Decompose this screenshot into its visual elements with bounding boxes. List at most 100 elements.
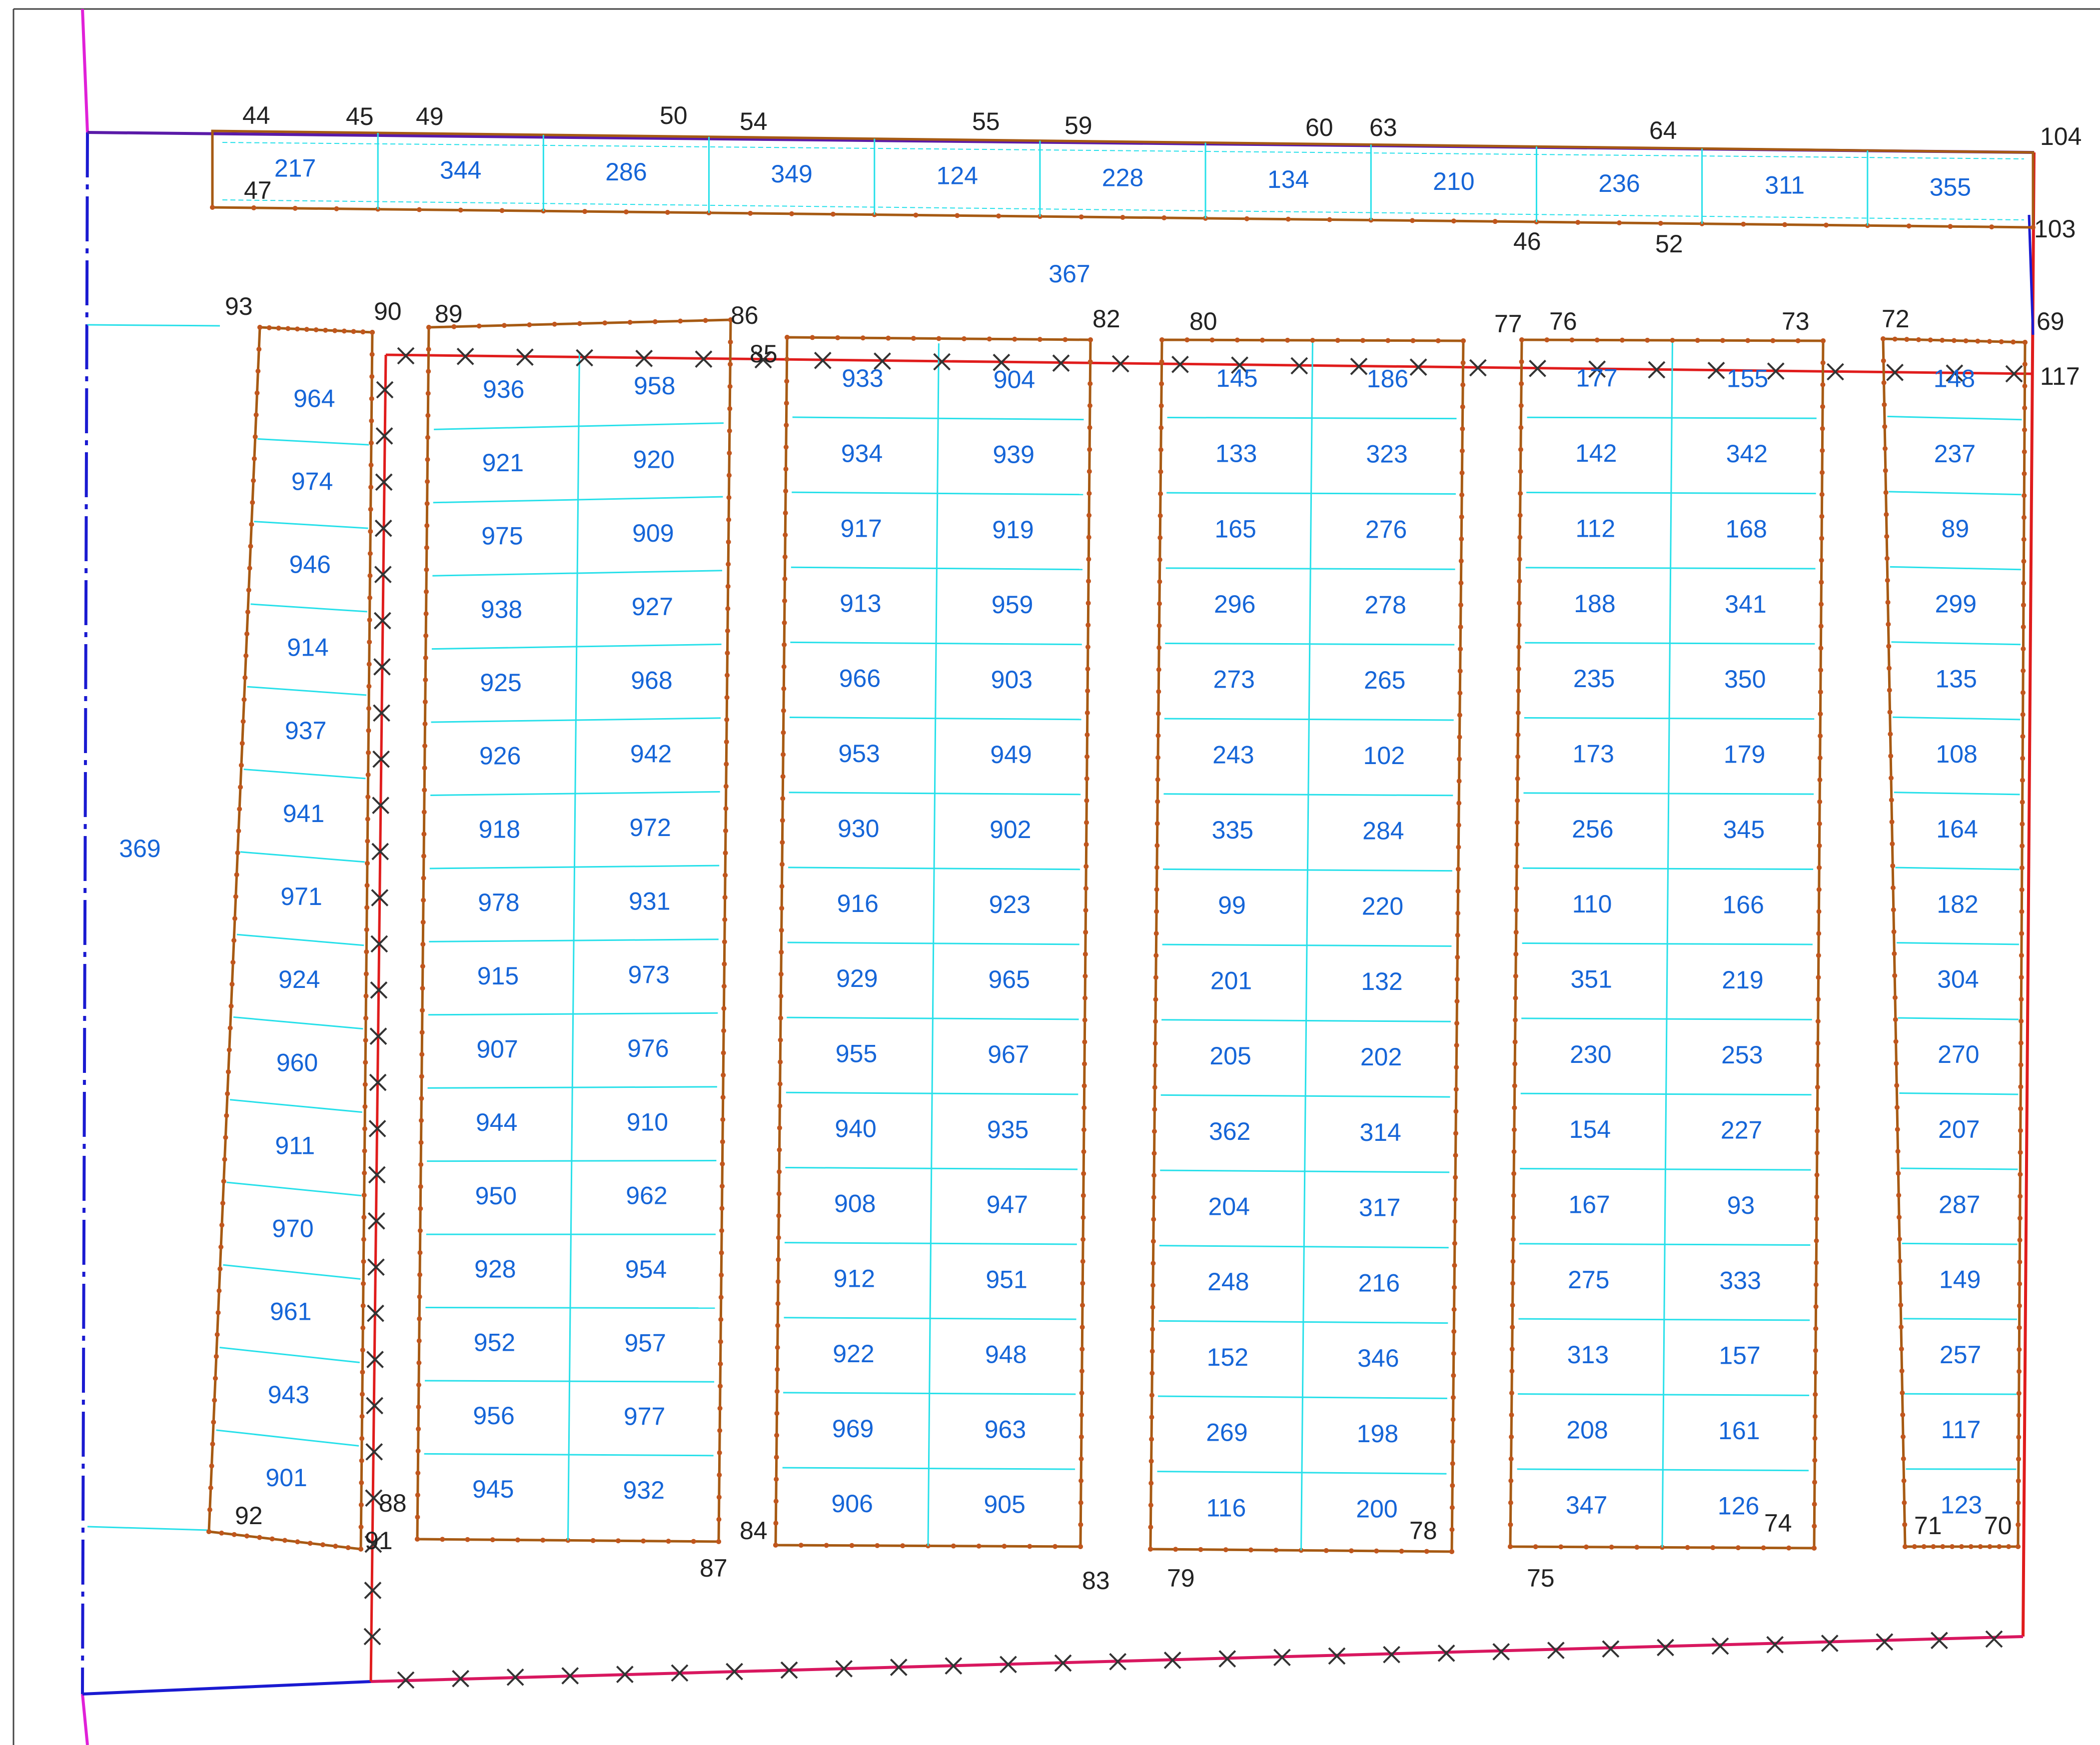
- vertex-marker: [424, 545, 429, 550]
- vertex-marker: [1814, 1238, 1819, 1244]
- vertex-marker: [425, 457, 430, 462]
- vertex-marker: [1148, 1459, 1154, 1464]
- lot-number: 112: [1575, 514, 1615, 542]
- vertex-marker: [1084, 798, 1089, 804]
- vertex-marker: [1154, 843, 1160, 848]
- vertex-marker: [1327, 217, 1332, 222]
- vertex-marker: [243, 653, 249, 659]
- vertex-marker: [1153, 931, 1159, 936]
- vertex-marker: [1885, 556, 1890, 561]
- vertex-marker: [1511, 1215, 1516, 1220]
- vertex-marker: [2021, 668, 2026, 674]
- vertex-marker: [255, 368, 261, 374]
- vertex-marker: [360, 1325, 366, 1331]
- vertex-marker: [254, 390, 260, 396]
- x-cross-icon: [1707, 361, 1725, 379]
- x-cross-icon: [1985, 1630, 2003, 1648]
- vertex-marker: [1084, 820, 1089, 825]
- vertex-marker: [451, 324, 457, 329]
- lot-number: 918: [479, 815, 520, 843]
- vertex-marker: [231, 937, 237, 943]
- vertex-marker: [1900, 1412, 1906, 1418]
- x-cross-icon: [1827, 363, 1844, 381]
- lot-number: 304: [1937, 965, 1979, 993]
- vertex-marker: [366, 662, 372, 667]
- vertex-marker: [1450, 1395, 1456, 1400]
- vertex-marker: [416, 1382, 421, 1388]
- lot-number: 954: [625, 1255, 667, 1283]
- vertex-marker: [849, 1543, 855, 1548]
- road-line-horizontal: [385, 353, 2034, 375]
- vertex-marker: [1223, 1547, 1228, 1553]
- vertex-marker: [1454, 976, 1460, 982]
- vertex-marker: [245, 609, 250, 615]
- vertex-marker: [830, 211, 836, 217]
- vertex-marker: [366, 706, 371, 711]
- vertex-marker: [1812, 1546, 1817, 1551]
- lot-number: 117: [1941, 1416, 1981, 1444]
- vertex-marker: [1818, 624, 1824, 629]
- vertex-marker: [2022, 405, 2028, 411]
- vertex-marker: [726, 495, 732, 500]
- x-cross-icon: [374, 519, 392, 537]
- vertex-marker: [2017, 1325, 2022, 1330]
- vertex-marker: [1459, 448, 1465, 454]
- vertex-marker: [1156, 601, 1162, 606]
- lot-number: 132: [1361, 967, 1402, 995]
- vertex-marker: [1087, 447, 1092, 452]
- vertex-marker: [1519, 359, 1524, 364]
- vertex-marker: [208, 1485, 213, 1491]
- vertex-marker: [1154, 887, 1159, 892]
- vertex-marker: [2021, 602, 2026, 608]
- vertex-marker: [366, 750, 371, 756]
- vertex-marker: [725, 673, 730, 678]
- vertex-marker: [2021, 537, 2027, 542]
- vertex-marker: [363, 971, 369, 976]
- lot-number: 937: [285, 717, 326, 745]
- lot-number: 936: [483, 375, 524, 403]
- vertex-marker: [358, 1547, 363, 1552]
- lot-number: 976: [627, 1034, 669, 1062]
- vertex-marker: [1078, 1522, 1083, 1528]
- lot-number: 154: [1569, 1115, 1611, 1143]
- vertex-marker: [783, 444, 789, 450]
- lot-number: 916: [837, 889, 879, 917]
- vertex-marker: [779, 883, 785, 889]
- survey-point-label: 55: [972, 107, 1000, 135]
- vertex-marker: [2023, 340, 2028, 345]
- vertex-marker: [540, 1538, 546, 1543]
- x-cross-icon: [369, 1027, 387, 1045]
- lot-number: 204: [1208, 1192, 1250, 1220]
- vertex-marker: [218, 1244, 224, 1250]
- vertex-marker: [2020, 843, 2025, 849]
- lot-number: 942: [630, 740, 672, 768]
- vertex-marker: [210, 1441, 215, 1447]
- vertex-marker: [722, 917, 728, 922]
- vertex-marker: [1515, 754, 1521, 760]
- vertex-marker: [1813, 1392, 1818, 1397]
- vertex-marker: [1079, 1390, 1084, 1396]
- vertex-marker: [1818, 689, 1823, 695]
- vertex-marker: [1085, 666, 1090, 672]
- vertex-marker: [725, 650, 730, 656]
- lot-number: 135: [1936, 665, 1977, 693]
- vertex-marker: [2018, 1040, 2024, 1046]
- vertex-marker: [2031, 225, 2036, 230]
- subdivision-line: [250, 603, 367, 613]
- vertex-marker: [1892, 336, 1898, 342]
- vertex-marker: [1152, 1041, 1158, 1046]
- vertex-marker: [1082, 951, 1088, 957]
- vertex-marker: [1795, 338, 1801, 343]
- vertex-marker: [2019, 996, 2024, 1002]
- vertex-marker: [304, 327, 309, 332]
- vertex-marker: [1975, 338, 1981, 344]
- subdivision-line: [247, 686, 367, 696]
- vertex-marker: [1519, 381, 1524, 386]
- vertex-marker: [2016, 1391, 2022, 1396]
- vertex-marker: [1086, 535, 1091, 540]
- vertex-marker: [251, 456, 257, 461]
- x-cross-icon: [370, 981, 388, 999]
- x-cross-icon: [371, 843, 389, 861]
- vertex-marker: [2019, 974, 2024, 980]
- vertex-marker: [246, 587, 251, 593]
